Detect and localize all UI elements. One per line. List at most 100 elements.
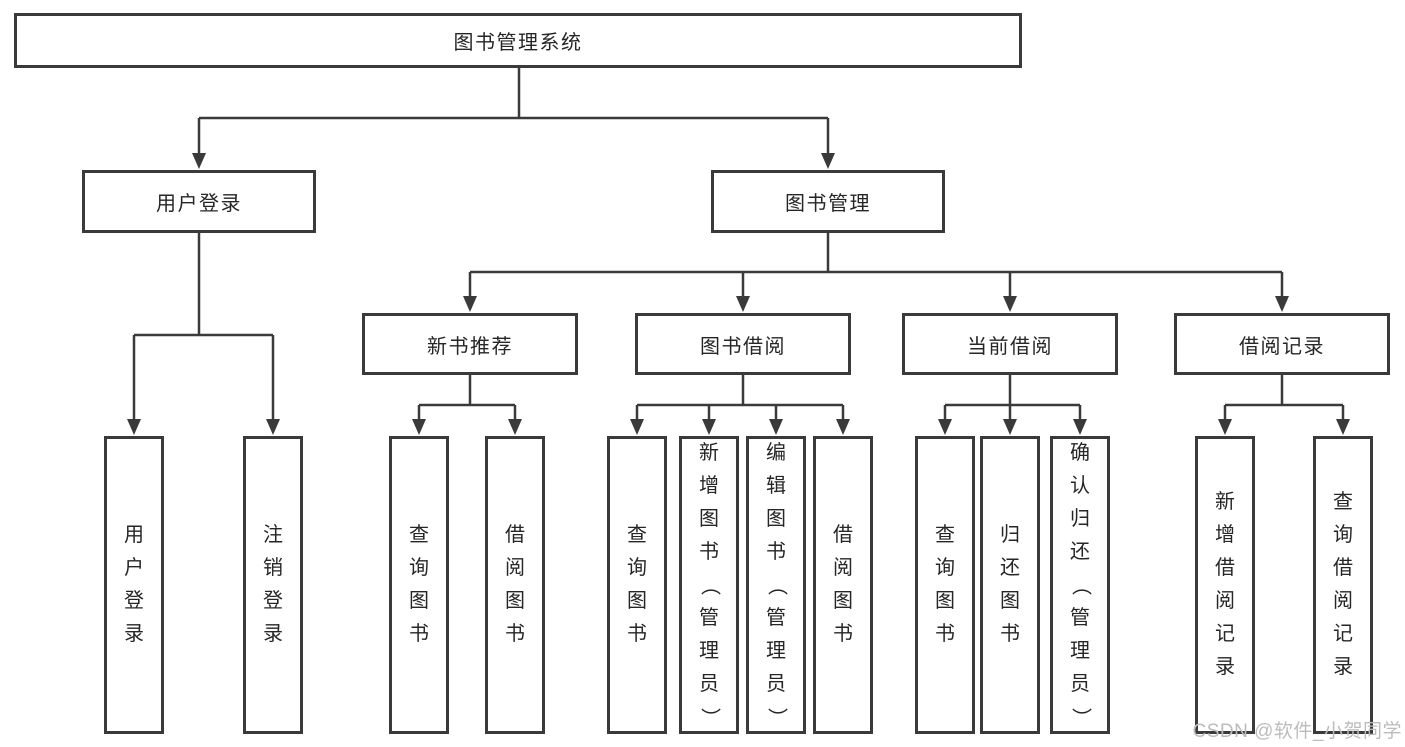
vertical-char: 注 xyxy=(263,524,283,546)
node-leaf-add-borrow-record: 新增借阅记录 xyxy=(1195,436,1255,734)
node-user-login: 用户登录 xyxy=(82,170,316,233)
vertical-char: ） xyxy=(698,707,721,727)
vertical-char: 辑 xyxy=(766,474,786,497)
node-current-borrow-label: 当前借阅 xyxy=(967,335,1053,358)
vertical-char: 书 xyxy=(833,623,853,645)
node-library-system-label: 图书管理系统 xyxy=(453,32,583,54)
node-leaf-borrow-book-1: 借阅图书 xyxy=(485,436,545,734)
vertical-char: 书 xyxy=(699,540,719,563)
vertical-char: 管 xyxy=(766,606,786,629)
vertical-char: 借 xyxy=(1333,557,1353,579)
node-leaf-borrow-book-2: 借阅图书 xyxy=(813,436,873,734)
vertical-char: 阅 xyxy=(505,557,525,579)
vertical-char: 书 xyxy=(766,540,786,563)
vertical-char: 书 xyxy=(1000,623,1020,645)
node-leaf-query-book-3: 查询图书 xyxy=(915,436,975,734)
vertical-char: 阅 xyxy=(1215,590,1235,612)
node-book-management-label: 图书管理 xyxy=(785,193,871,215)
vertical-char: 图 xyxy=(699,507,719,530)
vertical-char: 图 xyxy=(409,590,429,612)
vertical-char: 图 xyxy=(627,590,647,612)
node-leaf-return-book: 归还图书 xyxy=(980,436,1040,734)
vertical-char: 查 xyxy=(409,524,429,546)
vertical-char: 书 xyxy=(409,623,429,645)
node-leaf-edit-book-admin: 编辑图书（管理员） xyxy=(746,436,806,734)
vertical-char: 借 xyxy=(1215,557,1235,579)
vertical-char: 图 xyxy=(935,590,955,612)
vertical-char: 确 xyxy=(1070,441,1090,464)
vertical-char: 询 xyxy=(627,557,647,579)
vertical-char: 图 xyxy=(1000,590,1020,612)
vertical-char: 管 xyxy=(1070,606,1090,629)
vertical-char: 增 xyxy=(1215,524,1235,546)
vertical-char: 记 xyxy=(1333,623,1353,645)
node-current-borrow: 当前借阅 xyxy=(902,313,1118,375)
watermark: CSDN @软件_小贺同学 xyxy=(1192,721,1402,742)
vertical-char: ） xyxy=(1069,707,1092,727)
vertical-char: 员 xyxy=(1070,672,1090,695)
node-leaf-logout: 注销登录 xyxy=(243,436,303,734)
node-leaf-add-book-admin: 新增图书 （ 管理员 ） xyxy=(679,436,739,734)
vertical-char: 新 xyxy=(699,441,719,464)
node-book-borrow-label: 图书借阅 xyxy=(700,335,786,358)
vertical-char: 归 xyxy=(1070,507,1090,530)
vertical-char: 增 xyxy=(699,474,719,497)
vertical-char: 录 xyxy=(124,623,144,645)
vertical-char: 询 xyxy=(409,557,429,579)
vertical-char: 还 xyxy=(1000,557,1020,579)
vertical-char: 图 xyxy=(505,590,525,612)
node-leaf-query-book-1: 查询图书 xyxy=(389,436,449,734)
vertical-char: 借 xyxy=(505,524,525,546)
vertical-char: 询 xyxy=(1333,524,1353,546)
vertical-char: 用 xyxy=(124,524,144,546)
vertical-char: 借 xyxy=(833,524,853,546)
vertical-char: 归 xyxy=(1000,524,1020,546)
vertical-char: 户 xyxy=(124,557,144,579)
vertical-char: 录 xyxy=(1333,656,1353,678)
vertical-char: 理 xyxy=(766,639,786,662)
vertical-char: 书 xyxy=(505,623,525,645)
vertical-char: （ xyxy=(698,575,721,595)
vertical-char: 查 xyxy=(1333,491,1353,513)
node-new-book-recommend: 新书推荐 xyxy=(362,313,578,375)
vertical-char: 阅 xyxy=(1333,590,1353,612)
node-user-login-label: 用户登录 xyxy=(156,193,242,215)
node-book-management: 图书管理 xyxy=(711,170,945,233)
vertical-char: 录 xyxy=(1215,656,1235,678)
vertical-char: 新 xyxy=(1215,491,1235,513)
vertical-char: 认 xyxy=(1070,474,1090,497)
vertical-char: 销 xyxy=(263,557,283,579)
node-book-borrow: 图书借阅 xyxy=(635,313,851,375)
vertical-char: 阅 xyxy=(833,557,853,579)
node-leaf-user-login: 用户登录 xyxy=(104,436,164,734)
vertical-char: 编 xyxy=(766,441,786,464)
vertical-char: 查 xyxy=(935,524,955,546)
node-leaf-query-borrow-record: 查询借阅记录 xyxy=(1313,436,1373,734)
vertical-char: 书 xyxy=(935,623,955,645)
vertical-char: 员 xyxy=(699,672,719,695)
vertical-char: （ xyxy=(1069,575,1092,595)
vertical-char: 询 xyxy=(935,557,955,579)
vertical-char: 记 xyxy=(1215,623,1235,645)
vertical-char: 查 xyxy=(627,524,647,546)
vertical-char: 书 xyxy=(627,623,647,645)
node-leaf-query-book-2: 查询图书 xyxy=(607,436,667,734)
node-library-system: 图书管理系统 xyxy=(14,13,1022,68)
vertical-char: ） xyxy=(765,707,788,727)
node-borrow-records: 借阅记录 xyxy=(1174,313,1390,375)
vertical-char: 登 xyxy=(263,590,283,612)
vertical-char: 管 xyxy=(699,606,719,629)
vertical-char: 图 xyxy=(766,507,786,530)
vertical-char: 图 xyxy=(833,590,853,612)
vertical-char: 登 xyxy=(124,590,144,612)
node-borrow-records-label: 借阅记录 xyxy=(1239,335,1325,358)
vertical-char: （ xyxy=(765,575,788,595)
vertical-char: 理 xyxy=(699,639,719,662)
vertical-char: 录 xyxy=(263,623,283,645)
vertical-char: 理 xyxy=(1070,639,1090,662)
node-new-book-recommend-label: 新书推荐 xyxy=(427,335,513,358)
vertical-char: 还 xyxy=(1070,540,1090,563)
node-leaf-confirm-return-admin: 确认归还 （ 管理员 ） xyxy=(1050,436,1110,734)
